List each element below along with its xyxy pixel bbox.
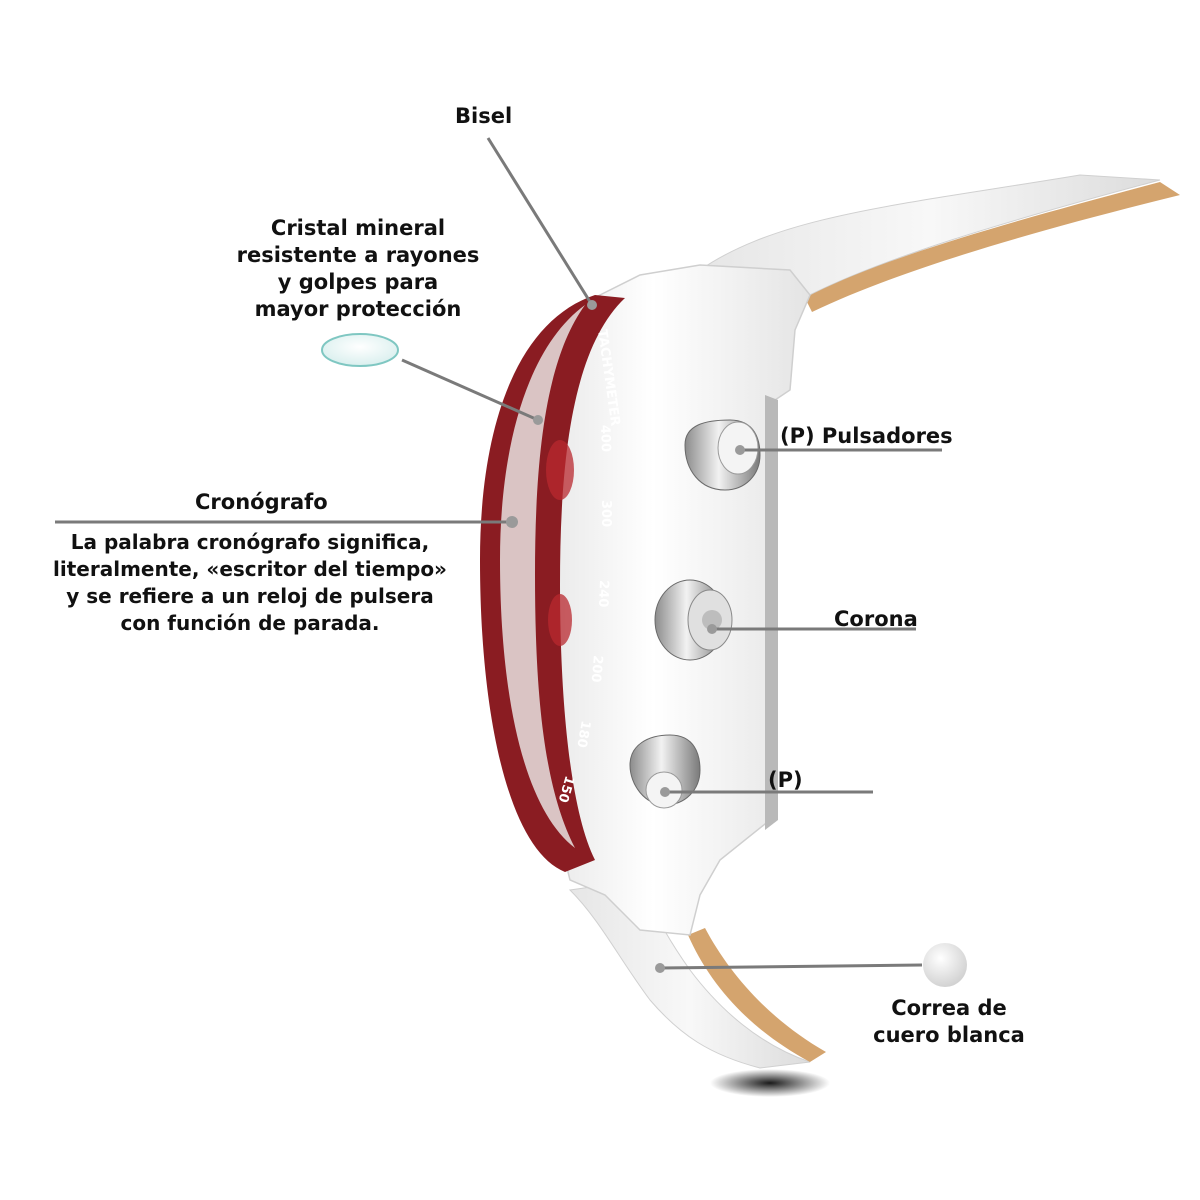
- label-bisel: Bisel: [455, 104, 513, 128]
- dial-subdials: [546, 440, 574, 646]
- cronografo-description: La palabra cronógrafo significa, literal…: [30, 529, 470, 637]
- leader-lines: [55, 137, 942, 970]
- label-correa-line-1: Correa de: [891, 996, 1007, 1020]
- label-correa: Correa de cuero blanca: [860, 995, 1038, 1049]
- cronografo-desc-line-3: y se refiere a un reloj de pulsera: [66, 584, 434, 608]
- label-correa-line-2: cuero blanca: [873, 1023, 1025, 1047]
- bezel-scale-6: 150: [555, 774, 577, 804]
- bezel-scale-3: 240: [595, 580, 611, 608]
- label-cristal-line-2: resistente a rayones: [236, 243, 480, 267]
- crown: [654, 579, 733, 661]
- upper-strap: [698, 174, 1180, 312]
- leader-bisel: [486, 137, 594, 306]
- pusher-top: [684, 419, 761, 491]
- label-cristal: Cristal mineral resistente a rayones y g…: [230, 215, 486, 323]
- leader-cristal: [401, 358, 539, 422]
- leader-dots: [506, 300, 745, 973]
- lower-strap: [568, 879, 830, 1097]
- bezel-scale-2: 300: [598, 500, 613, 527]
- bezel-scale-5: 180: [573, 719, 592, 748]
- cronografo-desc-line-1: La palabra cronógrafo significa,: [70, 530, 430, 554]
- cronografo-desc-line-2: literalmente, «escritor del tiempo»: [53, 557, 447, 581]
- label-cristal-line-3: y golpes para: [277, 270, 439, 294]
- label-corona: Corona: [834, 607, 918, 631]
- cronografo-desc-line-4: con función de parada.: [120, 611, 380, 635]
- label-cristal-line-4: mayor protección: [254, 297, 462, 321]
- label-p: (P): [768, 768, 803, 792]
- label-cristal-line-1: Cristal mineral: [270, 216, 446, 240]
- leader-correa: [659, 963, 923, 970]
- mineral-crystal-icon: [321, 333, 399, 367]
- strap-marker-ball: [923, 943, 967, 987]
- label-pulsadores: (P) Pulsadores: [780, 424, 953, 448]
- bezel-scale-1: 400: [597, 425, 613, 453]
- label-cronografo: Cronógrafo: [195, 490, 328, 514]
- bezel-scale-4: 200: [588, 655, 605, 683]
- strap-shadow: [710, 1069, 830, 1097]
